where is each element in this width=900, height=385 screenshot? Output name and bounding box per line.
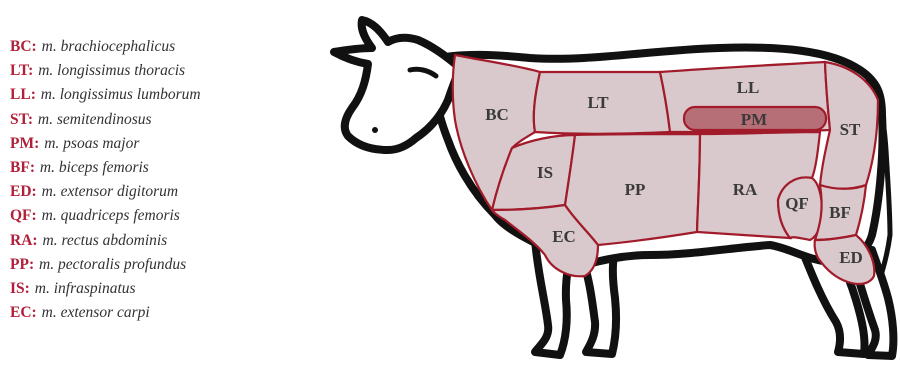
region-label-lt: LT: [587, 93, 609, 112]
region-label-bc: BC: [485, 105, 509, 124]
region-label-ec: EC: [552, 227, 576, 246]
region-label-st: ST: [840, 120, 861, 139]
region-label-ed: ED: [839, 248, 863, 267]
region-label-pp: PP: [625, 180, 646, 199]
region-label-ra: RA: [733, 180, 758, 199]
region-label-ll: LL: [737, 78, 760, 97]
region-label-qf: QF: [785, 194, 809, 213]
region-label-is: IS: [537, 163, 553, 182]
region-label-pm: PM: [741, 110, 767, 129]
region-label-bf: BF: [829, 203, 851, 222]
